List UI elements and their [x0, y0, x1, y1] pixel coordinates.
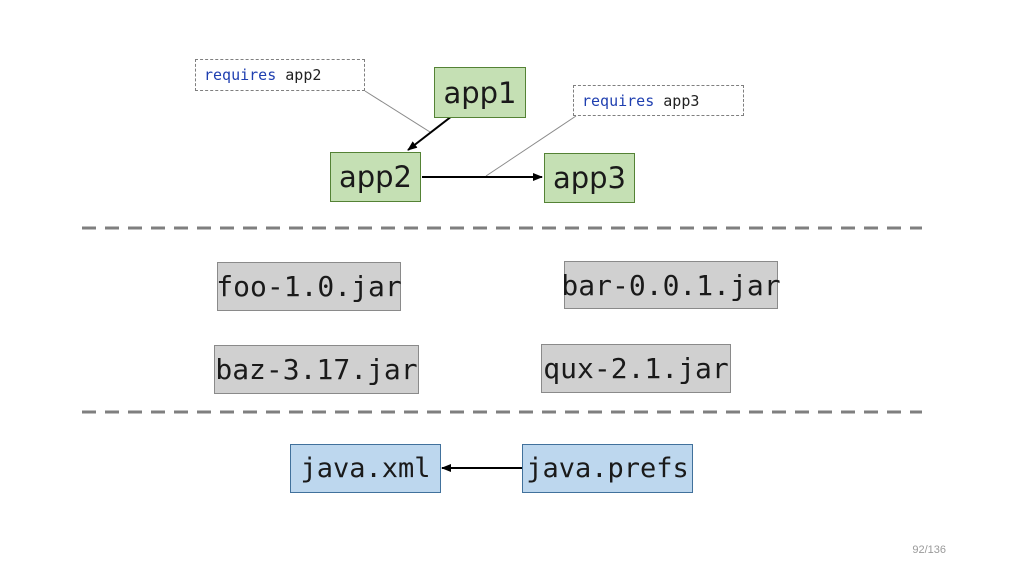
note-keyword: requires	[204, 66, 277, 84]
platform-java-prefs: java.prefs	[522, 444, 693, 493]
jar-foo: foo-1.0.jar	[216, 262, 402, 311]
module-label: app1	[443, 75, 517, 110]
note-keyword: requires	[582, 91, 655, 110]
requires-app2-note: requires app2	[195, 59, 365, 91]
module-label: app2	[338, 160, 413, 194]
platform-label: java.prefs	[526, 453, 689, 484]
note-target: app3	[663, 91, 700, 110]
jar-label: qux-2.1.jar	[543, 352, 729, 385]
module-app1: app1	[434, 67, 526, 118]
jar-label: baz-3.17.jar	[215, 353, 418, 386]
arrow-app1-to-app2	[407, 115, 453, 151]
platform-label: java.xml	[300, 453, 431, 484]
module-app3: app3	[544, 153, 635, 203]
note-leader-app3	[485, 115, 577, 177]
jar-bar: bar-0.0.1.jar	[561, 261, 781, 309]
module-app2: app2	[330, 152, 421, 202]
platform-java-xml: java.xml	[290, 444, 441, 493]
jar-qux: qux-2.1.jar	[541, 344, 731, 393]
jar-baz: baz-3.17.jar	[214, 345, 419, 394]
page-number: 92/136	[912, 544, 946, 556]
note-leader-app2	[364, 90, 431, 133]
module-label: app3	[552, 161, 627, 195]
jar-label: bar-0.0.1.jar	[561, 268, 781, 302]
jar-label: foo-1.0.jar	[216, 270, 402, 303]
requires-app3-note: requires app3	[573, 85, 744, 116]
note-target: app2	[285, 66, 322, 84]
